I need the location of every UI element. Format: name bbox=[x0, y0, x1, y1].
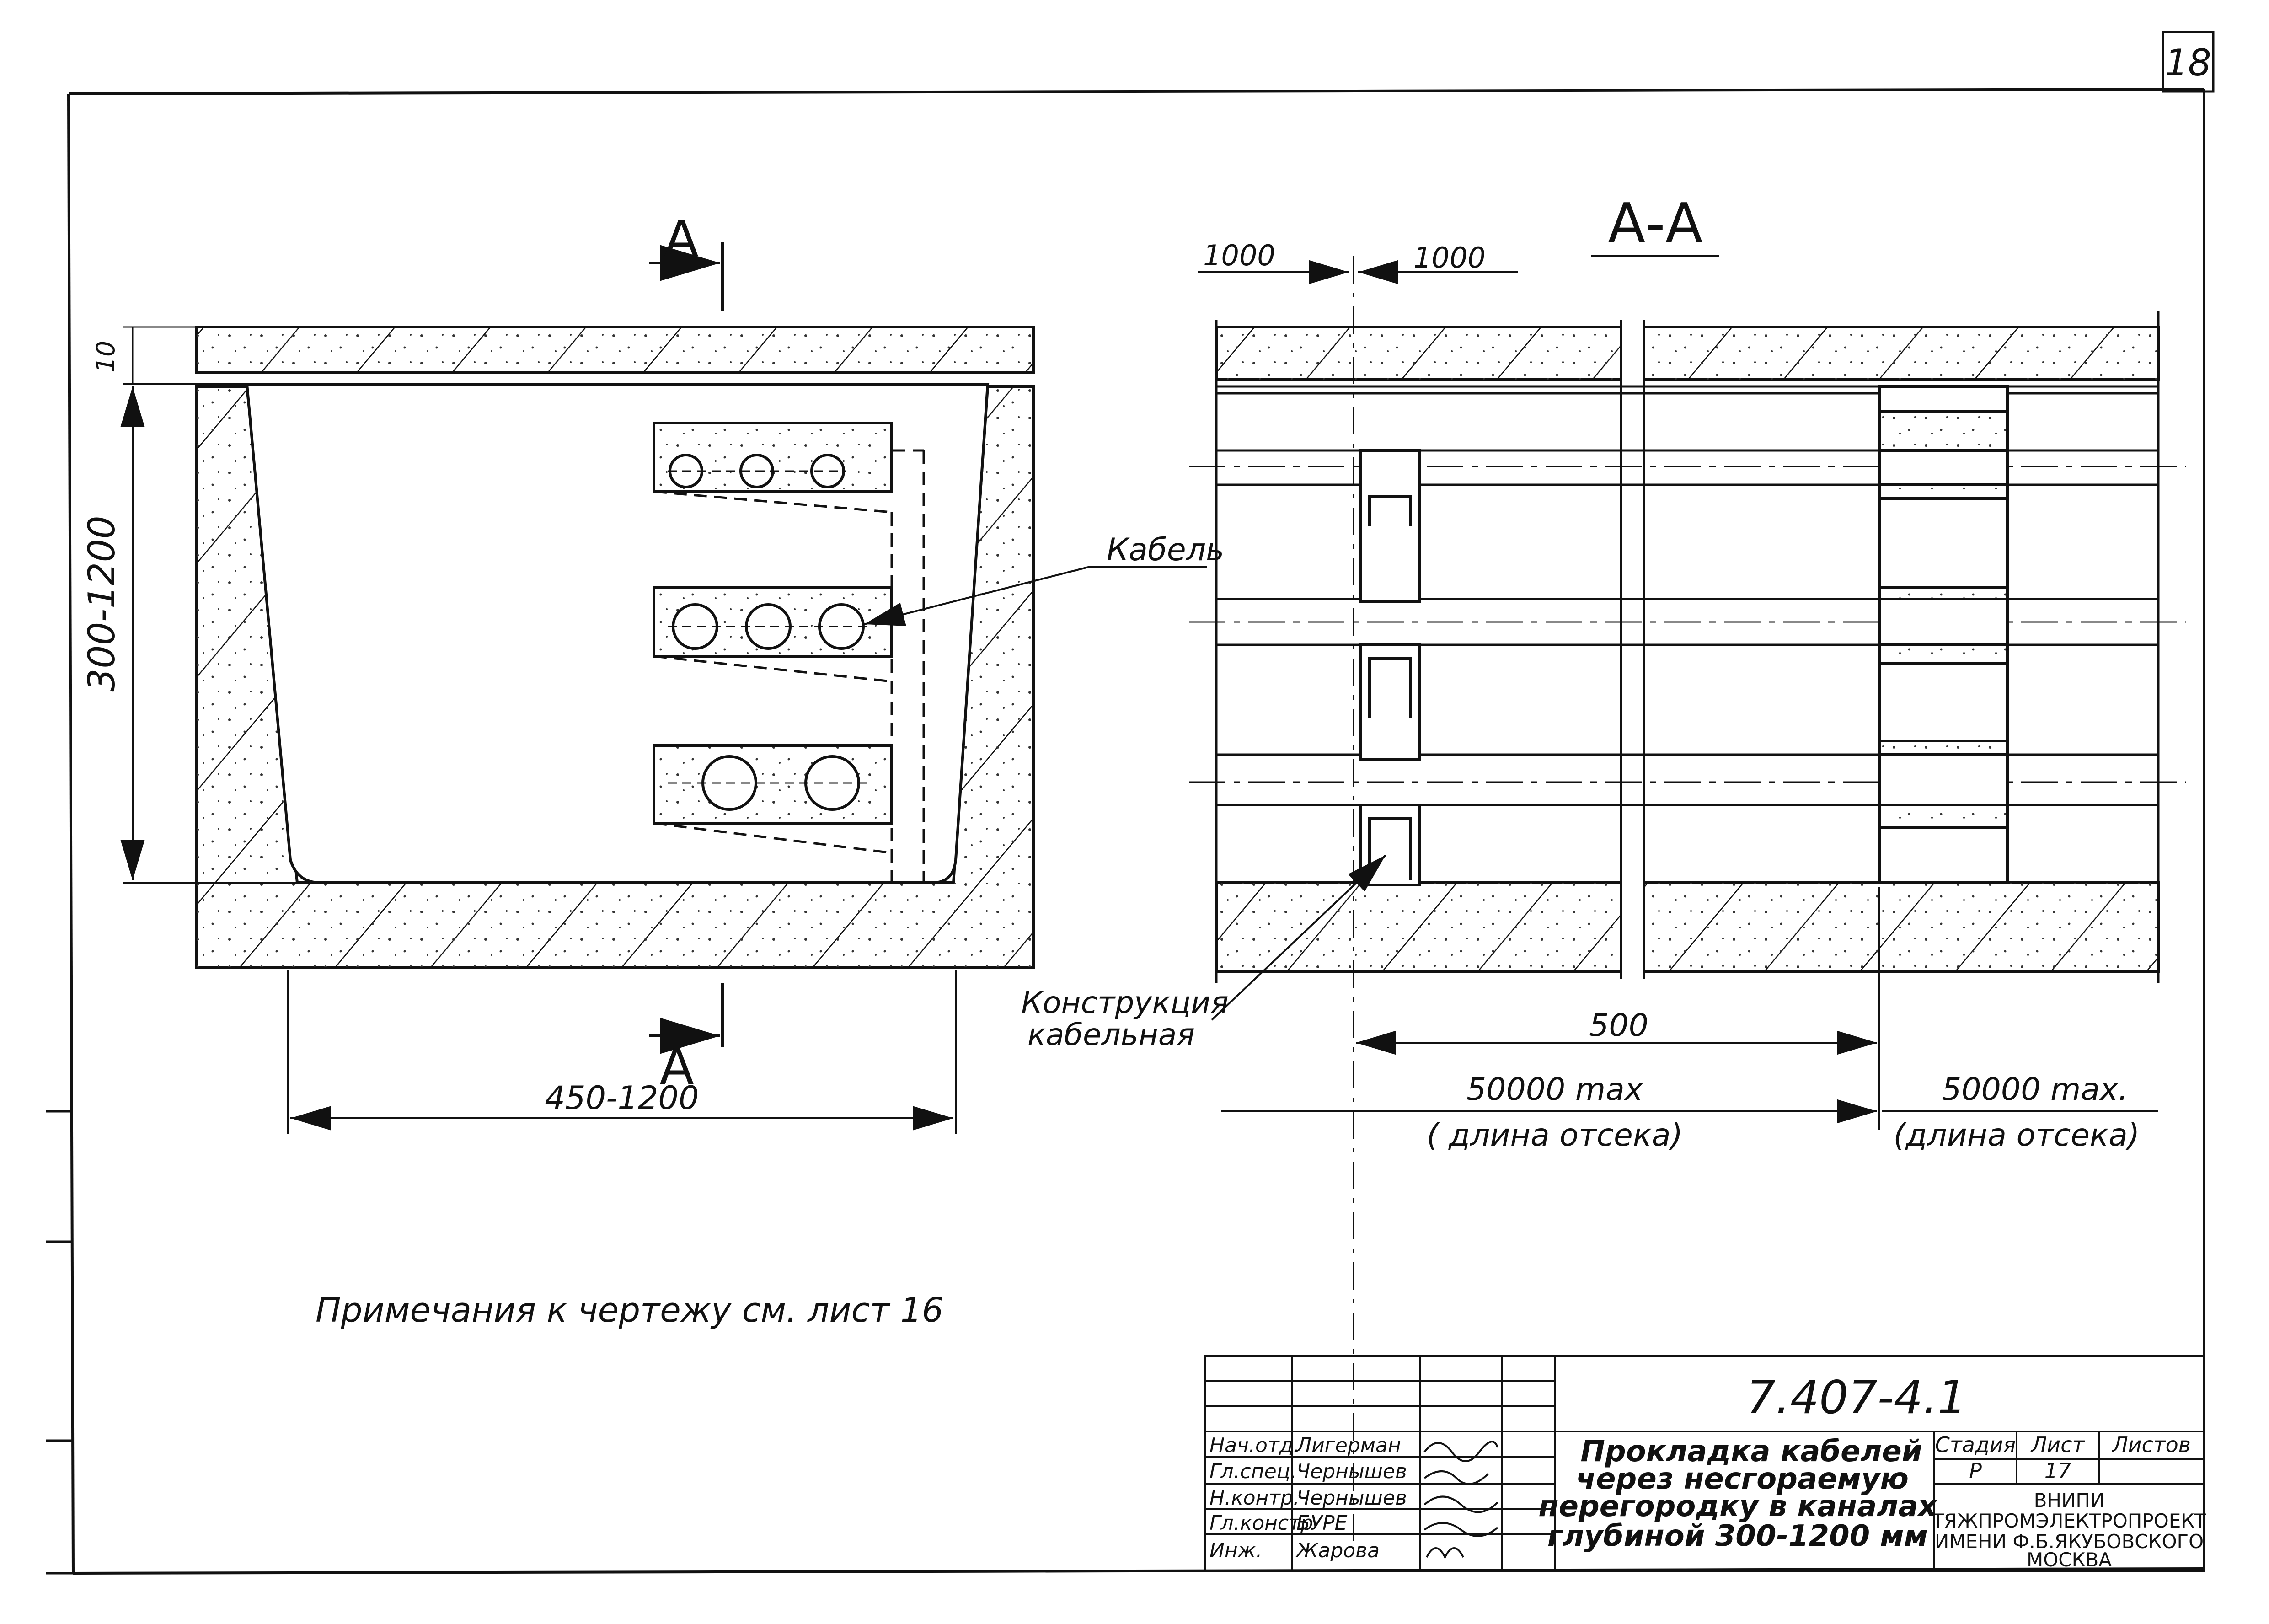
stage-block: Стадия Лист Листов Р 17 bbox=[1935, 1432, 2191, 1483]
svg-text:ТЯЖПРОМЭЛЕКТРОПРОЕКТ: ТЯЖПРОМЭЛЕКТРОПРОЕКТ bbox=[1932, 1510, 2206, 1532]
svg-text:Гл.констр: Гл.констр bbox=[1209, 1511, 1313, 1535]
leader-cable-construction: Конструкция кабельная bbox=[1021, 854, 1386, 1052]
svg-text:Листов: Листов bbox=[2111, 1432, 2191, 1457]
svg-text:глубиной 300-1200 мм: глубиной 300-1200 мм bbox=[1547, 1519, 1928, 1553]
svg-text:450-1200: 450-1200 bbox=[545, 1079, 699, 1117]
title-block: 7.407-4.1 Прокладка кабелей через несгор… bbox=[1204, 1355, 2206, 1572]
svg-text:( длина отсека): ( длина отсека) bbox=[1427, 1117, 1683, 1153]
section-mark-bottom: А bbox=[649, 983, 724, 1096]
cable-shelf-1 bbox=[653, 422, 893, 514]
cable bbox=[818, 603, 865, 650]
svg-text:Конструкция: Конструкция bbox=[1021, 985, 1228, 1020]
page-number: 18 bbox=[2165, 42, 2211, 84]
svg-text:ИМЕНИ Ф.Б.ЯКУБОВСКОГО: ИМЕНИ Ф.Б.ЯКУБОВСКОГО bbox=[1935, 1530, 2204, 1553]
svg-text:Чернышев: Чернышев bbox=[1296, 1486, 1407, 1510]
svg-text:через несгораемую: через несгораемую bbox=[1576, 1462, 1909, 1496]
svg-text:Кабель: Кабель bbox=[1107, 532, 1224, 568]
fire-partition bbox=[1878, 385, 2009, 884]
svg-text:А: А bbox=[659, 1037, 694, 1096]
dimension-width: 450-1200 bbox=[287, 970, 957, 1134]
svg-text:50000 max: 50000 max bbox=[1466, 1072, 1643, 1108]
svg-text:500: 500 bbox=[1589, 1008, 1648, 1044]
page-number-box: 18 bbox=[2162, 31, 2215, 93]
svg-text:А: А bbox=[664, 209, 698, 268]
svg-text:17: 17 bbox=[2044, 1458, 2071, 1483]
cable bbox=[672, 603, 718, 650]
doc-code: 7.407-4.1 bbox=[1746, 1371, 1966, 1424]
svg-text:Н.контр.: Н.контр. bbox=[1209, 1486, 1300, 1510]
cable-shelf-3 bbox=[653, 744, 893, 854]
svg-text:кабельная: кабельная bbox=[1027, 1017, 1195, 1052]
cable-shelf-2 bbox=[653, 586, 893, 683]
svg-text:Инж.: Инж. bbox=[1209, 1539, 1262, 1562]
svg-text:Р: Р bbox=[1969, 1458, 1982, 1483]
dimension-length: 50000 max ( длина отсека) 50000 max. (дл… bbox=[1221, 1072, 2158, 1153]
svg-text:БУРЕ: БУРЕ bbox=[1296, 1511, 1348, 1535]
cable-construction-posts bbox=[1359, 449, 1421, 886]
svg-text:ВНИПИ: ВНИПИ bbox=[2034, 1489, 2105, 1511]
svg-text:1000: 1000 bbox=[1413, 241, 1486, 274]
dimension-height: 300-1200 10 bbox=[80, 326, 297, 884]
support-post bbox=[890, 449, 925, 883]
svg-text:Жарова: Жарова bbox=[1295, 1539, 1380, 1562]
dimension-500: 500 bbox=[1356, 887, 1880, 1130]
svg-text:1000: 1000 bbox=[1203, 239, 1275, 272]
svg-text:МОСКВА: МОСКВА bbox=[2027, 1549, 2112, 1571]
staff-table: Нач.отд. Лигерман Гл.спец. Чернышев Н.ко… bbox=[1209, 1434, 1407, 1562]
organization-block: ВНИПИ ТЯЖПРОМЭЛЕКТРОПРОЕКТ ИМЕНИ Ф.Б.ЯКУ… bbox=[1932, 1489, 2206, 1571]
drawing-note: Примечания к чертежу см. лист 16 bbox=[316, 1291, 943, 1330]
svg-text:300-1200: 300-1200 bbox=[80, 515, 123, 691]
cable bbox=[745, 603, 792, 650]
svg-text:Нач.отд.: Нач.отд. bbox=[1209, 1434, 1300, 1457]
svg-text:перегородку в каналах: перегородку в каналах bbox=[1538, 1490, 1937, 1523]
leader-cable: Кабель bbox=[864, 532, 1224, 626]
svg-text:Лист: Лист bbox=[2030, 1432, 2085, 1457]
sheet-frame bbox=[46, 88, 2205, 1575]
svg-text:Чернышев: Чернышев bbox=[1296, 1460, 1407, 1483]
svg-text:Стадия: Стадия bbox=[1935, 1432, 2016, 1457]
left-cross-section: А А 300-1200 10 450-1200 Кабе bbox=[80, 209, 1224, 1134]
section-title: А-А bbox=[1608, 192, 1702, 256]
signatures bbox=[1423, 1441, 1498, 1560]
section-a-a: А-А 1000 1000 bbox=[1021, 192, 2186, 1541]
title-lines: Прокладка кабелей через несгораемую пере… bbox=[1538, 1435, 1937, 1553]
svg-text:Прокладка кабелей: Прокладка кабелей bbox=[1580, 1435, 1922, 1469]
section-mark-top: А bbox=[649, 209, 724, 311]
svg-text:50000 max.: 50000 max. bbox=[1942, 1072, 2128, 1108]
svg-text:Гл.спец.: Гл.спец. bbox=[1209, 1460, 1297, 1483]
svg-text:(длина отсека): (длина отсека) bbox=[1894, 1117, 2140, 1153]
svg-text:10: 10 bbox=[91, 341, 120, 373]
svg-text:Лигерман: Лигерман bbox=[1295, 1434, 1401, 1457]
shelf-bands bbox=[1189, 385, 2186, 806]
